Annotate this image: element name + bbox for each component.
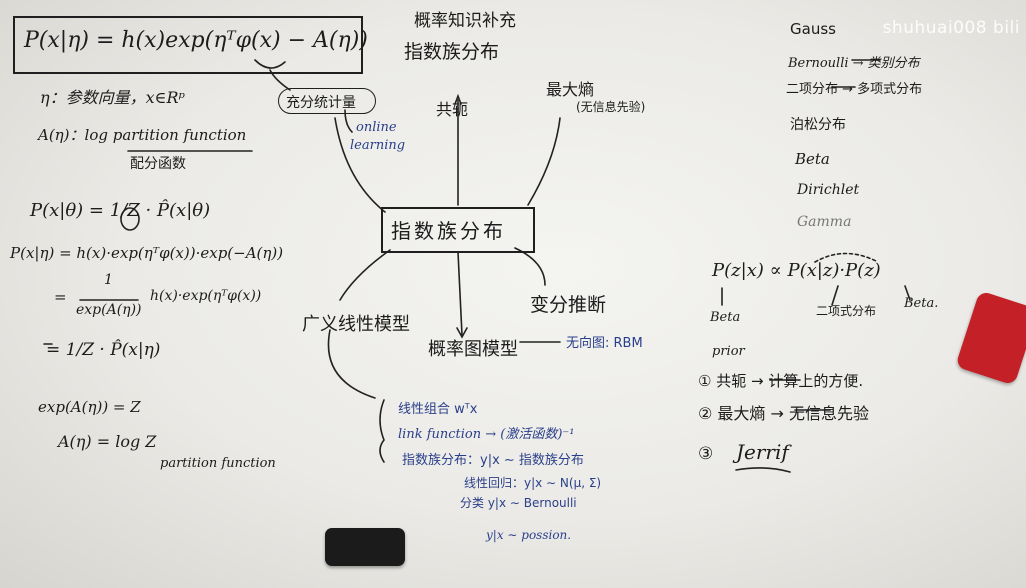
derivation-line3: = 1/Z · P̂(x|η): [46, 340, 161, 360]
a-definition: A(η)：log partition function: [38, 126, 247, 144]
line-glm-to-detail: [327, 329, 376, 399]
online-label: online: [356, 120, 397, 135]
line-main-to-suff: [334, 117, 386, 213]
brace-glm: [379, 399, 385, 463]
arrow-post-beta2: [904, 285, 911, 301]
glm-detail-6: y|x ∼ possion.: [486, 528, 572, 542]
learning-label: learning: [350, 138, 406, 153]
conjugate-label: 共轭: [436, 100, 469, 119]
line-main-to-pgm: [457, 251, 463, 336]
posterior-beta: Beta: [710, 310, 741, 325]
posterior-beta2: Beta.: [904, 296, 939, 311]
glm-detail-3: 指数族分布：y|x ∼ 指数族分布: [402, 453, 584, 468]
variational-label: 变分推断: [530, 294, 607, 316]
derivation-eq: =: [54, 288, 67, 306]
derivation-line2-rest: h(x)·exp(ηᵀφ(x)): [150, 288, 262, 304]
line-main-to-variational: [514, 247, 546, 286]
glm-detail-2: link function → (激活函数)⁻¹: [398, 427, 575, 442]
arrow-conjugate: [454, 93, 462, 105]
a-chinese: 配分函数: [130, 156, 186, 172]
suff-stat-label: 充分统计量: [286, 95, 356, 111]
prior-label: prior: [712, 344, 745, 359]
posterior-formula: P(z|x) ∝ P(x|z)·P(z): [712, 260, 881, 281]
glm-detail-4: 线性回归：y|x ∼ N(μ, Σ): [464, 476, 602, 490]
glm-detail-1: 线性组合 wᵀx: [398, 402, 478, 417]
fraction-top: 1: [104, 272, 113, 288]
max-entropy-label: 最大熵: [546, 80, 595, 99]
arrow-pgm: [456, 327, 468, 339]
arrow-online: [344, 109, 353, 133]
eta-definition: η：参数向量，x∈Rᵖ: [40, 88, 185, 107]
line-main-to-maxent: [527, 117, 561, 206]
fraction-bottom: exp(A(η)): [76, 302, 142, 318]
z-circle: [120, 207, 140, 231]
page-subtitle: 指数族分布: [404, 41, 500, 63]
watermark: shuhuai008 bili: [882, 18, 1020, 38]
underline-jerrif: [735, 467, 791, 473]
dist-dirichlet: Dirichlet: [797, 182, 860, 198]
dist-beta: Beta: [795, 150, 830, 168]
dash-arc: [814, 252, 879, 263]
dist-poisson: 泊松分布: [790, 117, 846, 133]
formula-main: P(x|η) = h(x)exp(ηᵀφ(x) − A(η)): [24, 28, 368, 53]
page-title: 概率知识补充: [414, 11, 516, 31]
central-node-label: 指数族分布: [391, 219, 506, 243]
glm-detail-5: 分类 y|x ∼ Bernoulli: [460, 496, 577, 510]
suff-stat-oval: [278, 88, 376, 114]
partition-note: partition function: [160, 456, 276, 471]
formula-box: [13, 16, 363, 74]
posterior-binomial: 二项式分布: [816, 304, 877, 318]
derivation-line4: exp(A(η)) = Z: [38, 398, 141, 416]
dist-bernoulli: Bernoulli → 类别分布: [788, 56, 920, 71]
right-item-3-number: ③: [698, 444, 714, 464]
brace-phi: [254, 59, 286, 69]
right-item-1: ① 共轭 → 计算上的方便.: [698, 372, 864, 390]
max-entropy-note: (无信息先验): [576, 100, 646, 114]
glm-label: 广义线性模型: [302, 314, 410, 335]
pgm-note: 无向图: RBM: [566, 336, 643, 351]
derivation-line1: P(x|η) = h(x)·exp(ηᵀφ(x))·exp(−A(η)): [10, 244, 284, 262]
pgm-label: 概率图模型: [428, 339, 518, 360]
dist-gauss: Gauss: [790, 20, 836, 38]
central-node-box: [381, 207, 535, 253]
dist-binomial: 二项分布 → 多项式分布: [786, 82, 923, 97]
bayes-normalization: P(x|θ) = 1/Z · P̂(x|θ): [30, 200, 211, 221]
eraser-black: [325, 528, 405, 566]
right-item-3-text: Jerrif: [736, 440, 789, 464]
arrow-post-binom: [831, 285, 839, 306]
right-item-2: ② 最大熵 → 无信息先验: [698, 404, 870, 423]
dist-gamma: Gamma: [797, 214, 852, 230]
line-main-to-glm: [339, 249, 391, 301]
derivation-line5: A(η) = log Z: [58, 432, 157, 451]
